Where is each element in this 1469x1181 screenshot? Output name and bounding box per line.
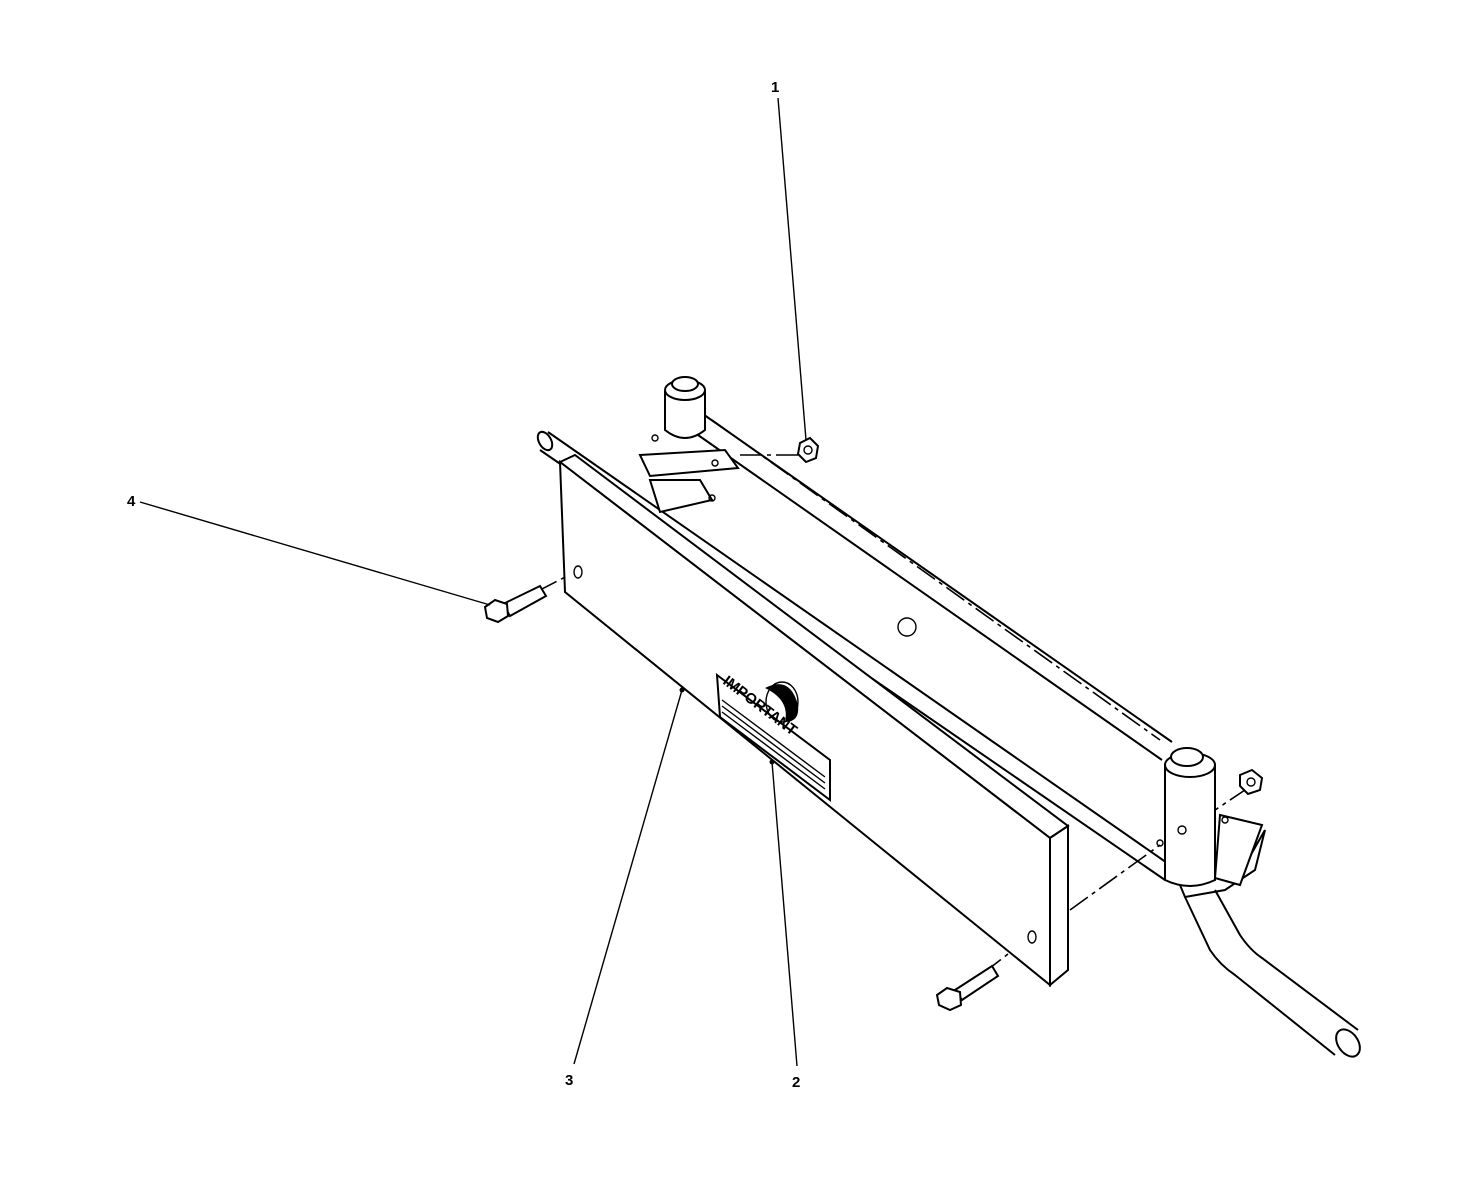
left-bracket	[638, 376, 740, 514]
leader-line-3	[573, 689, 683, 1065]
panel-board: IMPORTANT	[558, 453, 1070, 988]
nut-lower	[1239, 768, 1264, 796]
bolt-left	[483, 584, 548, 624]
callout-3: 3	[565, 1072, 573, 1089]
bolt-right	[935, 964, 1000, 1012]
decal-hole	[765, 684, 799, 722]
right-bracket	[1156, 747, 1266, 899]
hole-mark	[897, 617, 917, 637]
handle-tube	[1184, 889, 1361, 1058]
leader-line-1	[777, 97, 807, 441]
callout-1: 1	[771, 79, 779, 96]
leader-line-2	[771, 761, 798, 1067]
callout-4: 4	[127, 493, 136, 510]
nut-upper	[796, 436, 820, 464]
callout-2: 2	[792, 1074, 800, 1091]
leader-line-4	[139, 501, 491, 606]
